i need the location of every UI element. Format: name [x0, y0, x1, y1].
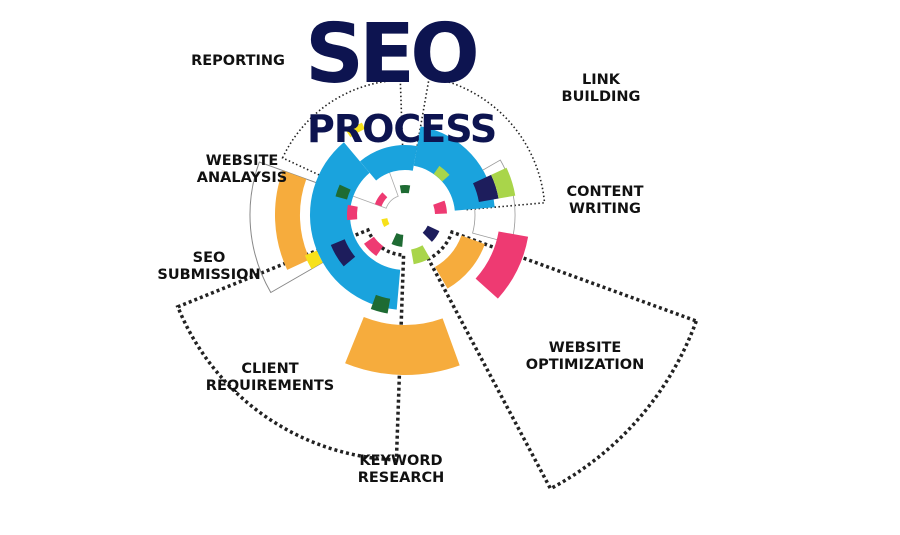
green-piece-26 [374, 192, 388, 207]
dotted-sector-3 [414, 76, 546, 211]
green-piece-14 [370, 294, 391, 314]
blue-ring-8 [413, 126, 495, 211]
green-piece-30 [346, 204, 358, 221]
title-seo: SEO [305, 7, 480, 102]
green-piece-28 [433, 200, 447, 214]
label-link-building: LINK BUILDING [561, 72, 641, 105]
green-piece-23 [391, 233, 404, 247]
orange-ring-10 [345, 317, 460, 375]
label-website-optimization: WEBSITE OPTIMIZATION [525, 340, 645, 373]
green-piece-29 [381, 218, 390, 227]
label-seo-submission: SEO SUBMISSION [157, 250, 261, 283]
green-piece-15 [330, 239, 356, 267]
green-piece-17 [473, 174, 499, 202]
label-website-analysis: WEBSITE ANALAYSIS [196, 153, 288, 186]
green-piece-16 [411, 245, 430, 265]
green-piece-20 [335, 184, 351, 200]
blue-ring-7 [309, 142, 401, 310]
green-piece-19 [304, 250, 323, 269]
green-piece-27 [399, 185, 411, 194]
label-client-requirements: CLIENT REQUIREMENTS [205, 361, 335, 394]
title-process: PROCESS [307, 107, 497, 151]
pink-ring-13 [475, 231, 529, 299]
orange-ring-12 [435, 235, 485, 289]
dotted-sector-0 [426, 229, 699, 492]
label-content-writing: CONTENT WRITING [566, 184, 644, 217]
green-piece-25 [364, 236, 384, 256]
blue-ring-9 [360, 145, 418, 181]
dotted-sector-1 [175, 227, 406, 462]
green-piece-22 [433, 165, 450, 182]
label-keyword-research: KEYWORD RESEARCH [357, 453, 445, 486]
orange-ring-11 [274, 170, 310, 270]
green-piece-24 [422, 225, 440, 242]
label-reporting: REPORTING [191, 53, 285, 69]
green-piece-18 [491, 167, 516, 199]
green-piece-21 [346, 122, 365, 138]
